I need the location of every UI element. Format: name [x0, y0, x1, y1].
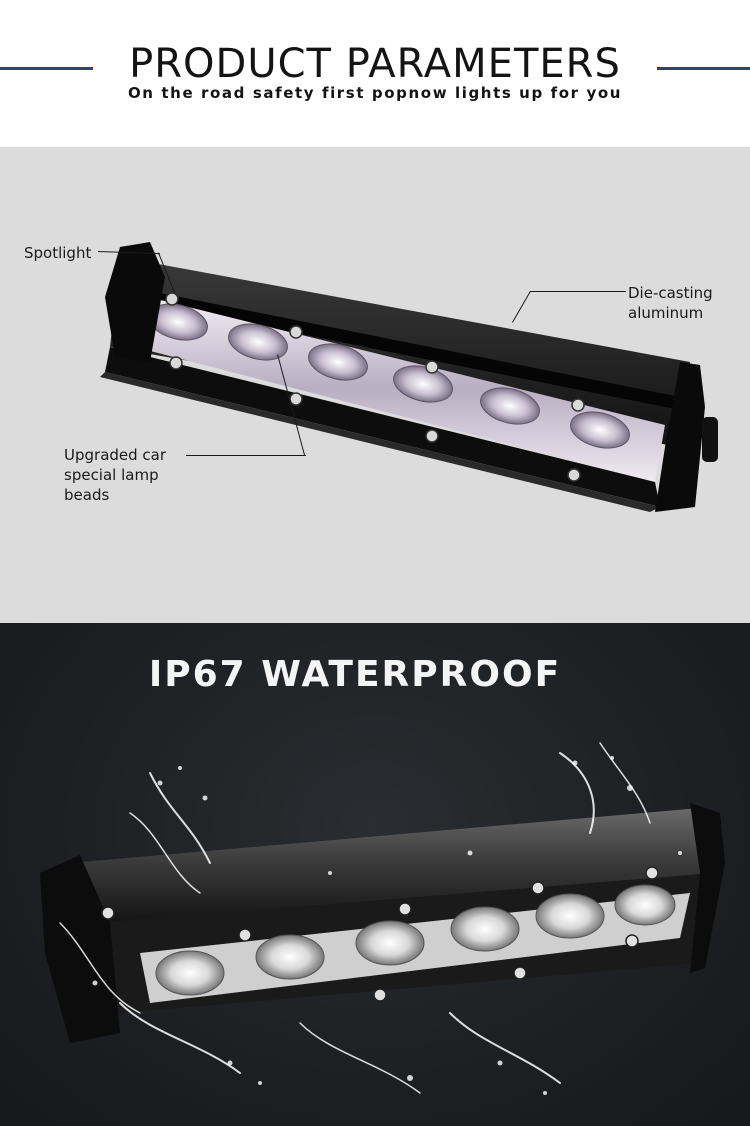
callout-lamp-beads-line3: beads	[64, 486, 110, 504]
callout-lamp-beads-line	[186, 455, 306, 456]
light-bar-product-image	[100, 242, 718, 512]
parameters-panel: Spotlight Die-casting aluminum Upgraded …	[0, 147, 750, 623]
callout-lamp-beads: Upgraded car special lamp beads	[64, 445, 166, 505]
callout-die-casting-line2: aluminum	[628, 304, 704, 322]
waterproof-light-bar-image	[40, 742, 725, 1095]
waterproof-title: IP67 WATERPROOF	[148, 654, 562, 695]
callout-lamp-beads-line2: special lamp	[64, 466, 159, 484]
page-title: PRODUCT PARAMETERS	[129, 41, 621, 87]
page-subtitle: On the road safety first popnow lights u…	[127, 84, 623, 102]
header-rule-left	[0, 67, 93, 70]
callout-spotlight: Spotlight	[24, 244, 92, 262]
header-rule-right	[657, 67, 750, 70]
callout-die-casting-line	[530, 291, 626, 292]
waterproof-panel: IP67 WATERPROOF	[0, 623, 750, 1126]
header-section: PRODUCT PARAMETERS On the road safety fi…	[0, 0, 750, 147]
callout-die-casting-line1: Die-casting	[628, 284, 713, 302]
callout-die-casting: Die-casting aluminum	[628, 283, 713, 323]
callout-lamp-beads-line1: Upgraded car	[64, 446, 167, 464]
